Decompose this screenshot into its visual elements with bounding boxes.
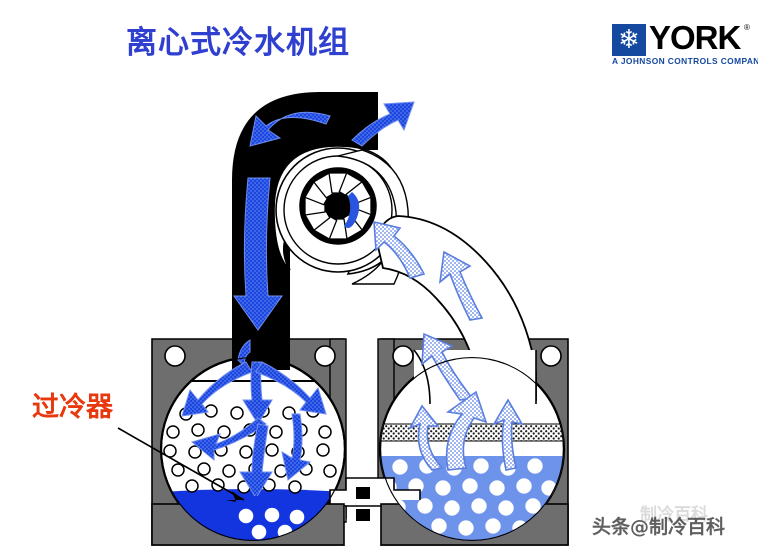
impeller <box>299 167 377 245</box>
subcooler-leader-line <box>117 427 245 502</box>
logo-box: ❄ <box>612 24 646 56</box>
mounting-holes <box>164 345 562 367</box>
snowflake-icon: ❄ <box>618 25 640 55</box>
hot-gas-arrows <box>233 101 415 368</box>
logo-wordmark: YORK <box>649 19 741 56</box>
york-logo: ❄ YORK ® A JOHNSON CONTROLS COMPANY <box>608 19 758 66</box>
logo-tagline: A JOHNSON CONTROLS COMPANY <box>612 56 758 66</box>
watermark-text: 头条@制冷百科 <box>592 516 726 538</box>
suction-flow-arrows <box>373 220 524 471</box>
watermark-ghost-text: 制冷百科 <box>640 505 708 525</box>
page-title: 离心式冷水机组 <box>126 25 350 61</box>
registered-mark: ® <box>744 23 750 32</box>
subcooler-annotation: 过冷器 <box>32 392 113 423</box>
condenser-flow-arrows <box>181 361 327 499</box>
